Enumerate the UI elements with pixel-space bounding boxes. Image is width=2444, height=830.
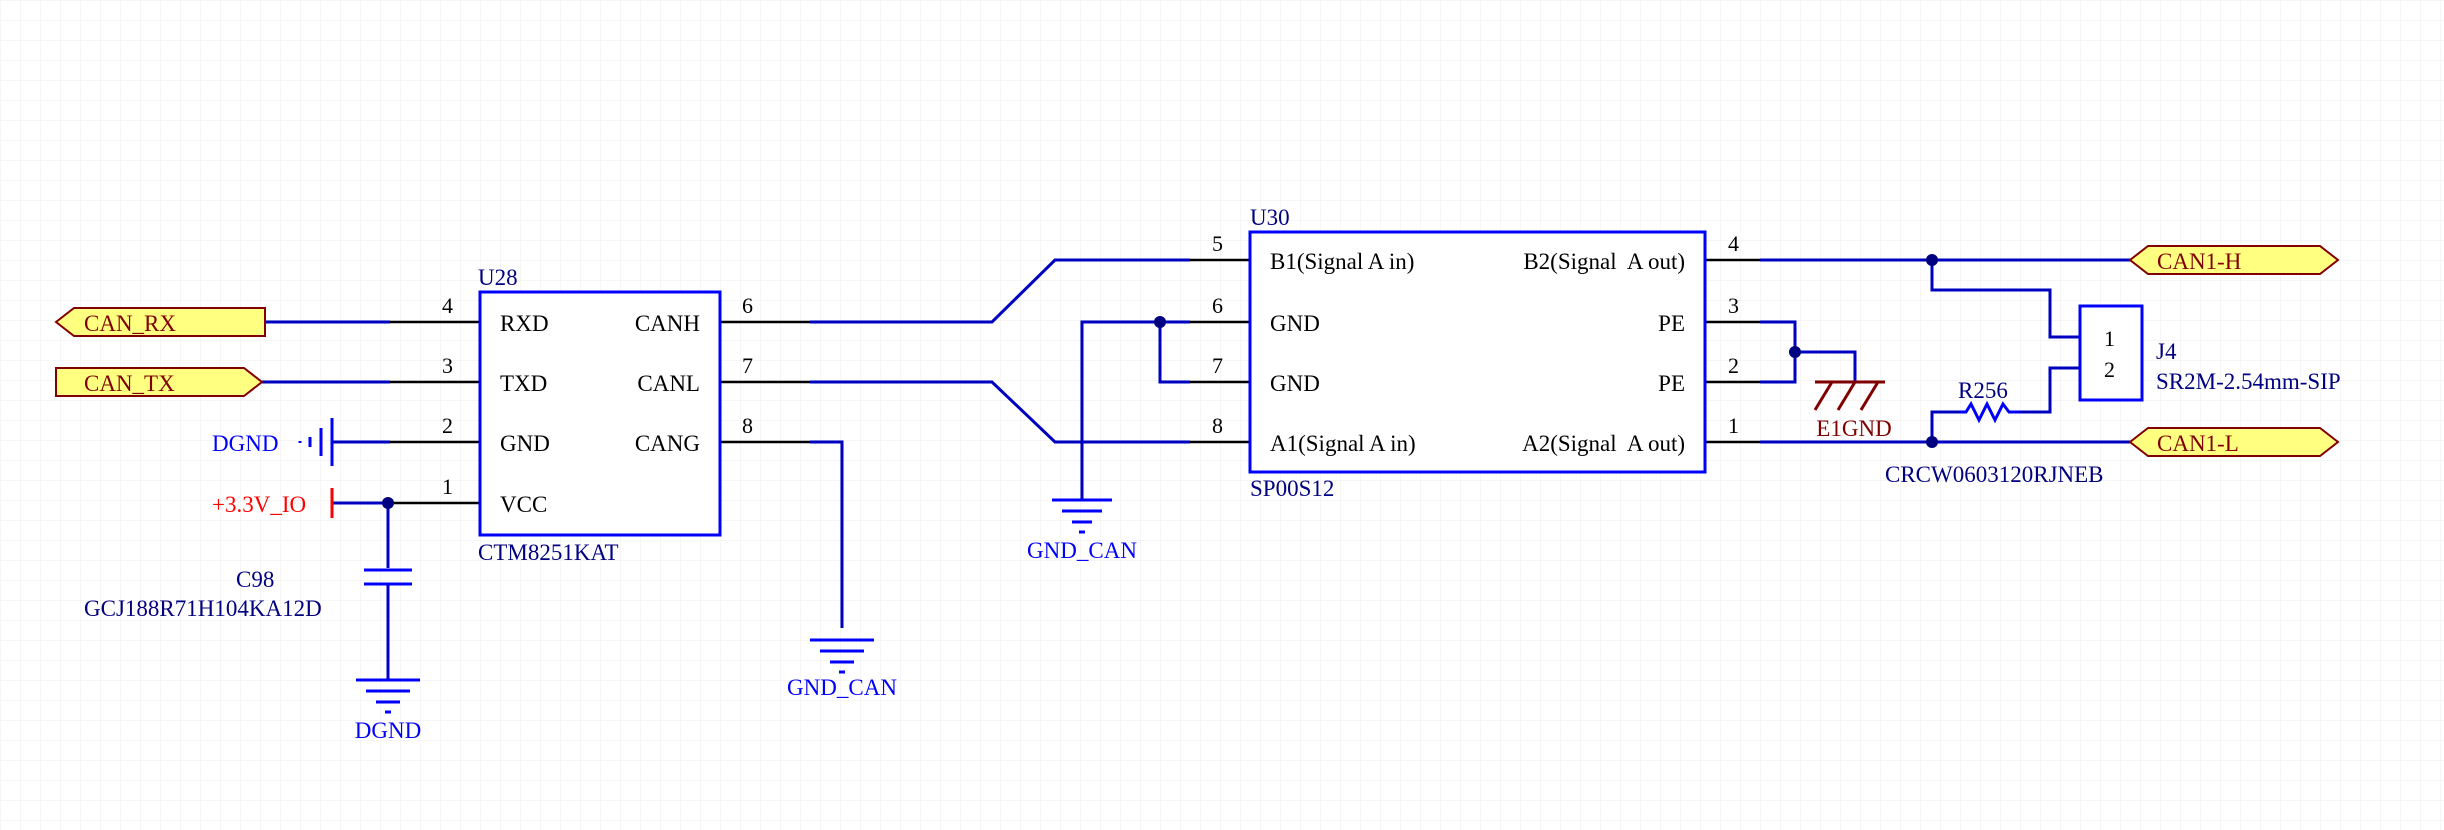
port-can1-l-label: CAN1-L: [2157, 431, 2239, 456]
j4-body[interactable]: [2078, 304, 2144, 402]
junctions: [382, 254, 1938, 509]
port-can1-h[interactable]: CAN1-H: [2128, 245, 2340, 275]
wires: [262, 258, 2130, 680]
wire-r256-j4-pin2[interactable]: [2020, 366, 2080, 414]
u30-pin2-name: PE: [1658, 371, 1685, 396]
u30-designator: U30: [1250, 205, 1290, 230]
component-j4[interactable]: 1 2 J4 SR2M-2.54mm-SIP: [2078, 304, 2341, 402]
power-gnd-can-2-label: GND_CAN: [787, 675, 897, 700]
wire-pe-e1gnd[interactable]: [1795, 350, 1857, 382]
j4-pin2-number: 2: [2104, 357, 2115, 382]
ground-icon: [356, 678, 420, 714]
port-can-tx-shape[interactable]: [55, 367, 264, 397]
junction-dot: [1154, 316, 1166, 328]
wire-canh-b1[interactable]: [810, 258, 1190, 324]
pin-stubs: [390, 258, 1760, 505]
u30-pin5-name: B1(Signal A in): [1270, 249, 1414, 274]
j4-designator: J4: [2156, 339, 2177, 364]
ground-icon: [298, 418, 334, 466]
u28-pin6-number: 6: [742, 293, 753, 318]
component-c98[interactable]: C98 GCJ188R71H104KA12D: [84, 567, 412, 621]
u28-pin4-number: 4: [442, 293, 453, 318]
earth-icon: [1813, 380, 1885, 411]
component-r256[interactable]: R256 CRCW0603120RJNEB: [1885, 378, 2104, 487]
u28-designator: U28: [478, 265, 518, 290]
power-gnd-can-1-label: GND_CAN: [1027, 538, 1137, 563]
ground-icon: [1052, 498, 1112, 534]
component-u28[interactable]: U28 CTM8251KAT 4 RXD 3 TXD 2 GND 1 VCC 6…: [442, 265, 753, 565]
u28-pin3-name: TXD: [500, 371, 547, 396]
c98-part-number: GCJ188R71H104KA12D: [84, 596, 322, 621]
power-dgnd-bottom[interactable]: DGND: [355, 678, 421, 743]
u30-pin7-number: 7: [1212, 353, 1223, 378]
c98-designator: C98: [236, 567, 274, 592]
u28-pin3-number: 3: [442, 353, 453, 378]
resistor-icon: [1960, 400, 2020, 424]
u28-pin2-name: GND: [500, 431, 550, 456]
wire-cang-gndcan[interactable]: [810, 440, 844, 628]
u30-pin3-number: 3: [1728, 293, 1739, 318]
power-dgnd-left[interactable]: DGND: [212, 418, 334, 466]
u30-pin2-number: 2: [1728, 353, 1739, 378]
u28-body[interactable]: [478, 290, 722, 537]
r256-part-number: CRCW0603120RJNEB: [1885, 462, 2104, 487]
power-dgnd-bottom-label: DGND: [355, 718, 421, 743]
junction-dot: [1926, 254, 1938, 266]
u30-body[interactable]: [1248, 230, 1707, 474]
j4-part-number: SR2M-2.54mm-SIP: [2156, 369, 2341, 394]
junction-dot: [1789, 346, 1801, 358]
u30-pin1-name: A2(Signal A out): [1522, 431, 1685, 456]
capacitor-icon: [364, 568, 412, 586]
power-e1gnd-label: E1GND: [1816, 416, 1891, 441]
u28-pin6-name: CANH: [635, 311, 700, 336]
power-3v3-label: +3.3V_IO: [212, 492, 306, 517]
wire-j4-pin1[interactable]: [1930, 260, 2080, 339]
u28-part-number: CTM8251KAT: [478, 540, 619, 565]
component-u30[interactable]: U30 SP00S12 5 B1(Signal A in) 6 GND 7 GN…: [1212, 205, 1739, 501]
u28-pin8-name: CANG: [635, 431, 700, 456]
port-can-tx-label: CAN_TX: [84, 371, 175, 396]
u28-pin7-name: CANL: [637, 371, 700, 396]
port-can1-l[interactable]: CAN1-L: [2128, 427, 2340, 457]
u28-pin1-number: 1: [442, 474, 453, 499]
port-can-rx-shape[interactable]: [54, 307, 266, 337]
power-gnd-can-2[interactable]: GND_CAN: [787, 638, 897, 700]
u30-pin8-name: A1(Signal A in): [1270, 431, 1416, 456]
u30-part-number: SP00S12: [1250, 476, 1334, 501]
junction-dot: [382, 497, 394, 509]
power-gnd-can-1[interactable]: GND_CAN: [1027, 498, 1137, 563]
wire-r256-left[interactable]: [1930, 410, 1960, 442]
junction-dot: [1926, 436, 1938, 448]
port-can-rx[interactable]: CAN_RX: [54, 307, 266, 337]
port-can-tx[interactable]: CAN_TX: [55, 367, 264, 397]
u30-pin1-number: 1: [1728, 413, 1739, 438]
u28-pin4-name: RXD: [500, 311, 549, 336]
u30-pin6-name: GND: [1270, 311, 1320, 336]
u30-pin6-number: 6: [1212, 293, 1223, 318]
wire-canl-a1[interactable]: [810, 380, 1190, 444]
u30-pin3-name: PE: [1658, 311, 1685, 336]
u30-pin5-number: 5: [1212, 231, 1223, 256]
ground-icon: [810, 638, 874, 674]
j4-pin1-number: 1: [2104, 326, 2115, 351]
u30-pin4-name: B2(Signal A out): [1523, 249, 1685, 274]
port-can1-h-label: CAN1-H: [2157, 249, 2241, 274]
power-dgnd-left-label: DGND: [212, 431, 278, 456]
r256-designator: R256: [1958, 378, 2008, 403]
wire-u30-gnd7[interactable]: [1158, 322, 1190, 384]
u28-pin1-name: VCC: [500, 492, 547, 517]
u28-pin7-number: 7: [742, 353, 753, 378]
power-3v3[interactable]: +3.3V_IO: [212, 488, 334, 518]
u30-pin7-name: GND: [1270, 371, 1320, 396]
u28-pin8-number: 8: [742, 413, 753, 438]
u30-pin4-number: 4: [1728, 231, 1739, 256]
u30-pin8-number: 8: [1212, 413, 1223, 438]
power-e1gnd[interactable]: E1GND: [1813, 380, 1892, 441]
u28-pin2-number: 2: [442, 413, 453, 438]
port-can-rx-label: CAN_RX: [84, 311, 176, 336]
port-can1-l-shape[interactable]: [2128, 427, 2340, 457]
port-can1-h-shape[interactable]: [2128, 245, 2340, 275]
